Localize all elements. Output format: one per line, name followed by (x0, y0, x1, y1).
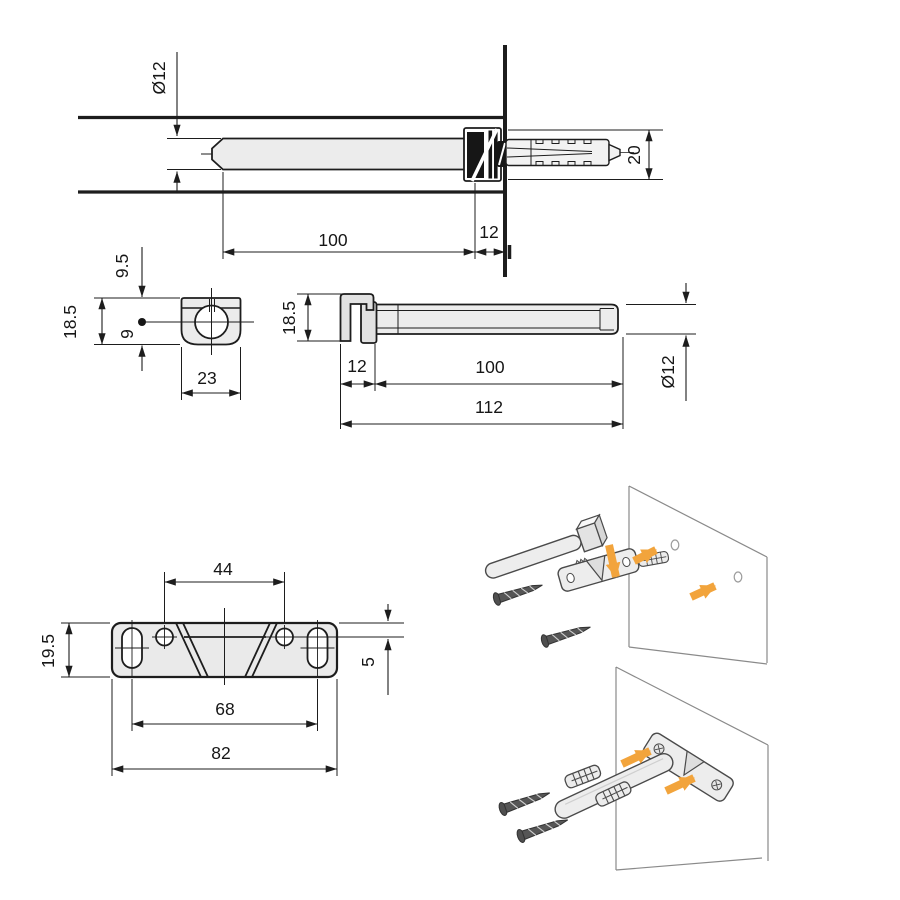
wall-hole-2 (733, 571, 743, 583)
dim-height-label: 18.5 (60, 305, 80, 339)
dim-bracket-depth-label: 12 (479, 222, 498, 242)
shelf-pin-3d (484, 513, 608, 579)
mounting-plate-3d (557, 548, 670, 592)
section-dimensions: Ø12 100 12 20 (149, 52, 663, 259)
dim-anchor-depth-label: 20 (624, 145, 644, 165)
dim-pin-length-label: 100 (475, 357, 504, 377)
plug-tip (608, 143, 621, 162)
install-step-1 (484, 485, 768, 665)
screw-cross (654, 744, 664, 754)
bracket-section (463, 127, 507, 182)
side-dimensions: 18.5 12 100 112 Ø12 (279, 283, 696, 429)
pin-flange-side (593, 513, 608, 548)
center-reference-dot (138, 318, 146, 326)
side-view: 18.5 12 100 112 Ø12 (279, 283, 696, 429)
hook-bracket (339, 293, 375, 342)
plate-hole (622, 556, 631, 568)
plate-view: 44 19.5 5 68 82 (38, 559, 404, 776)
wall-panel (615, 666, 769, 871)
dim-height-label: 18.5 (279, 301, 299, 335)
section-view: Ø12 100 12 20 (78, 45, 663, 277)
cap-slot-lines (209, 299, 215, 312)
shelf-pin-section (211, 137, 467, 171)
wall-hole-1 (670, 539, 680, 551)
plate-dimensions: 44 19.5 5 68 82 (38, 559, 404, 776)
dim-hook-depth-label: 12 (347, 356, 366, 376)
dim-plate-height-label: 19.5 (38, 634, 58, 668)
orange-arrow-right-1 (620, 747, 652, 768)
screw (497, 785, 553, 818)
shelf-pin-3d (554, 753, 674, 819)
bracket-rib-1 (488, 130, 493, 179)
dim-pin-length-label: 100 (318, 230, 347, 250)
bracket-slash (470, 128, 499, 182)
screw (539, 620, 593, 649)
dim-center-from-top-label: 9.5 (112, 254, 132, 278)
dim-pin-diameter-label: Ø12 (658, 355, 678, 388)
plate-hole (566, 572, 575, 583)
front-dimensions: 9.5 18.5 9 23 (60, 247, 241, 400)
bracket-rib-2 (494, 130, 498, 179)
dim-center-from-bottom-label: 9 (117, 329, 137, 339)
dim-pin-diameter-label: Ø12 (149, 61, 169, 94)
wall-panel (628, 485, 768, 665)
pin-highlight-lines (376, 310, 600, 329)
screw-slot (498, 142, 506, 166)
orange-arrow-right-2 (689, 582, 717, 601)
slot-crosshairs (115, 620, 335, 676)
orange-arrow-down (605, 544, 621, 578)
plate-tab (683, 750, 706, 777)
dim-plate-width-label: 82 (211, 743, 230, 763)
orange-arrow-right-2 (664, 774, 696, 795)
dim-flange-offset-label: 5 (358, 657, 378, 667)
wall-plug-section (505, 138, 634, 167)
screw (491, 578, 545, 607)
front-view: 9.5 18.5 9 23 (60, 247, 254, 400)
dim-total-length-label: 112 (475, 397, 503, 417)
mounted-plate-3d (642, 732, 734, 802)
screw-shank-lines (506, 147, 593, 158)
pin-highlight (564, 758, 664, 805)
plate-serration (575, 557, 588, 565)
plate-bend-tabs (175, 622, 278, 678)
pin-tip-inset (599, 308, 614, 331)
plug-ribs (535, 139, 592, 166)
install-step-2 (497, 666, 769, 871)
dim-slot-spacing-label: 68 (215, 699, 234, 719)
dim-width-label: 23 (197, 368, 216, 388)
hole-crosshairs (152, 625, 297, 649)
screw-cross (712, 780, 721, 790)
plate-tab (585, 554, 606, 582)
pin-body (374, 303, 619, 335)
orange-arrow-right-1 (632, 546, 658, 565)
dim-hole-spacing-label: 44 (213, 559, 233, 579)
